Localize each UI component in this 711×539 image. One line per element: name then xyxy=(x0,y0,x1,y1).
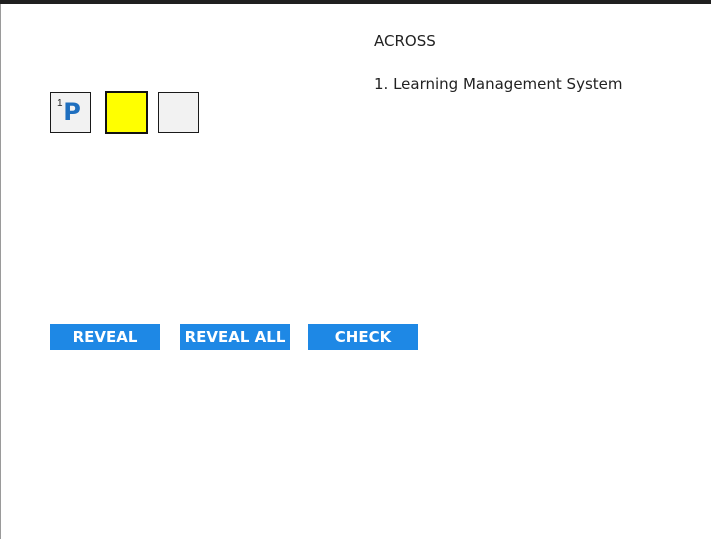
check-button[interactable]: CHECK xyxy=(308,324,418,350)
reveal-all-button[interactable]: REVEAL ALL xyxy=(180,324,290,350)
reveal-button[interactable]: REVEAL xyxy=(50,324,160,350)
left-border xyxy=(0,4,1,539)
crossword-cell-3[interactable] xyxy=(158,92,199,133)
crossword-cell-1[interactable]: 1 P xyxy=(50,92,91,133)
cell-letter: P xyxy=(63,98,81,126)
across-heading: ACROSS xyxy=(374,32,436,50)
clue-number: 1 xyxy=(57,98,63,109)
top-border xyxy=(0,0,711,4)
clue-across-1[interactable]: 1. Learning Management System xyxy=(374,75,623,93)
crossword-cell-2-selected[interactable] xyxy=(105,91,148,134)
